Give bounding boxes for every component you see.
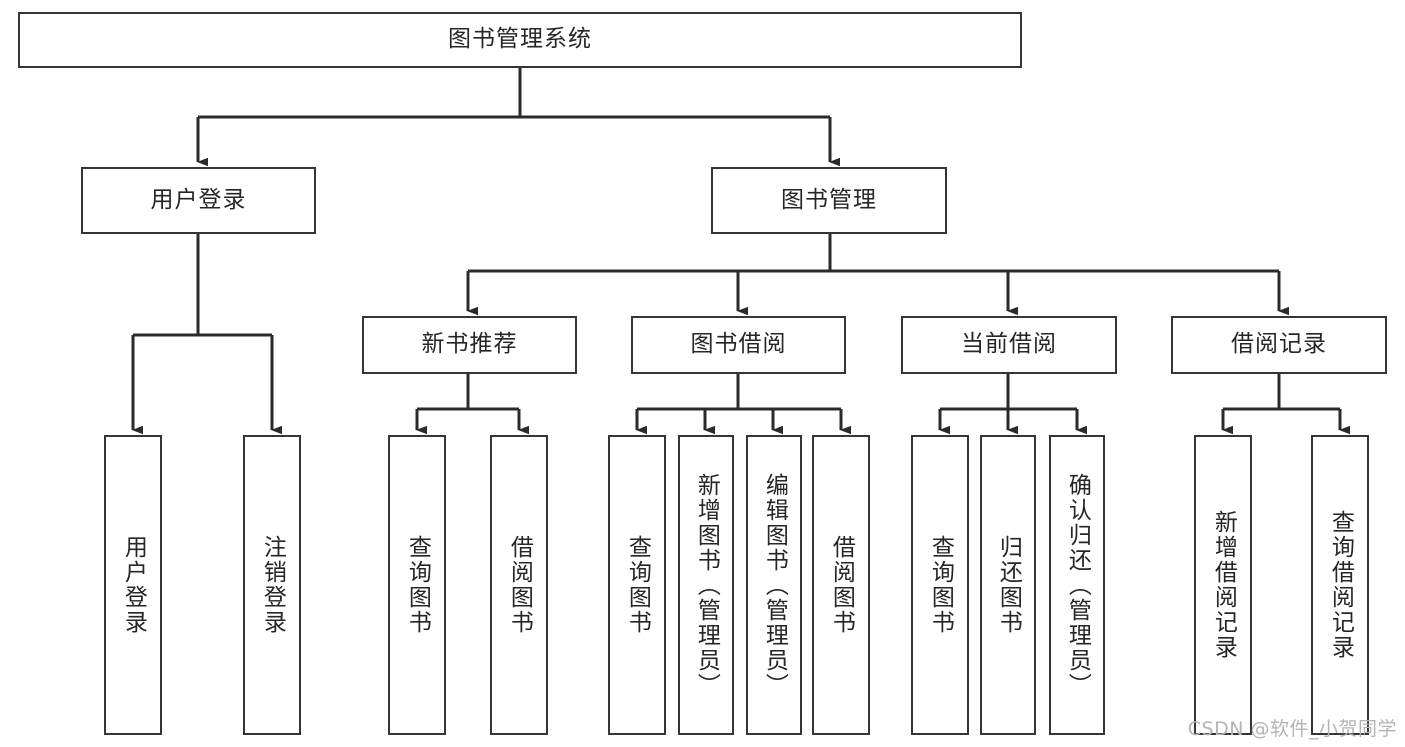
node-label: 新书推荐 bbox=[421, 331, 518, 358]
node-user-login[interactable]: 用户登录 bbox=[81, 167, 316, 234]
node-leaf-query-book-borrow[interactable]: 查询图书 bbox=[608, 435, 666, 735]
node-leaf-user-login[interactable]: 用户登录 bbox=[104, 435, 162, 735]
node-leaf-query-book-recommend[interactable]: 查询图书 bbox=[388, 435, 446, 735]
node-label: 新增图书（管理员） bbox=[693, 472, 720, 698]
node-borrow-record[interactable]: 借阅记录 bbox=[1171, 316, 1387, 374]
node-label: 注销登录 bbox=[259, 535, 286, 635]
node-new-book-recommendation[interactable]: 新书推荐 bbox=[362, 316, 577, 374]
node-label: 借阅图书 bbox=[828, 535, 855, 635]
node-label: 编辑图书（管理员） bbox=[761, 472, 788, 698]
node-label: 用户登录 bbox=[120, 535, 147, 635]
node-label: 归还图书 bbox=[995, 535, 1022, 635]
node-root-book-management-system[interactable]: 图书管理系统 bbox=[18, 12, 1022, 68]
node-book-management[interactable]: 图书管理 bbox=[711, 167, 947, 234]
node-label: 查询图书 bbox=[927, 535, 954, 635]
node-label: 确认归还（管理员） bbox=[1064, 472, 1091, 698]
csdn-watermark: CSDN @软件_小贺同学 bbox=[1187, 718, 1397, 740]
node-label: 查询借阅记录 bbox=[1327, 510, 1354, 660]
node-leaf-borrow-book[interactable]: 借阅图书 bbox=[812, 435, 870, 735]
node-label: 图书管理系统 bbox=[448, 26, 592, 53]
node-leaf-edit-book-admin[interactable]: 编辑图书（管理员） bbox=[746, 435, 802, 735]
node-leaf-add-borrow-record[interactable]: 新增借阅记录 bbox=[1194, 435, 1252, 735]
node-leaf-query-book-current[interactable]: 查询图书 bbox=[911, 435, 969, 735]
node-leaf-confirm-return-admin[interactable]: 确认归还（管理员） bbox=[1049, 435, 1105, 735]
node-leaf-return-book[interactable]: 归还图书 bbox=[980, 435, 1036, 735]
node-label: 图书管理 bbox=[781, 186, 877, 213]
node-label: 用户登录 bbox=[150, 186, 247, 213]
node-label: 当前借阅 bbox=[961, 331, 1057, 358]
node-label: 图书借阅 bbox=[690, 331, 787, 358]
node-leaf-borrow-book-recommend[interactable]: 借阅图书 bbox=[490, 435, 548, 735]
node-label: 新增借阅记录 bbox=[1210, 510, 1237, 660]
node-leaf-logout[interactable]: 注销登录 bbox=[243, 435, 301, 735]
node-label: 查询图书 bbox=[624, 535, 651, 635]
node-current-borrow[interactable]: 当前借阅 bbox=[901, 316, 1117, 374]
node-book-borrow[interactable]: 图书借阅 bbox=[631, 316, 846, 374]
node-label: 查询图书 bbox=[404, 535, 431, 635]
node-label: 借阅记录 bbox=[1231, 331, 1327, 358]
node-leaf-add-book-admin[interactable]: 新增图书（管理员） bbox=[678, 435, 734, 735]
node-leaf-query-borrow-record[interactable]: 查询借阅记录 bbox=[1311, 435, 1369, 735]
node-label: 借阅图书 bbox=[506, 535, 533, 635]
